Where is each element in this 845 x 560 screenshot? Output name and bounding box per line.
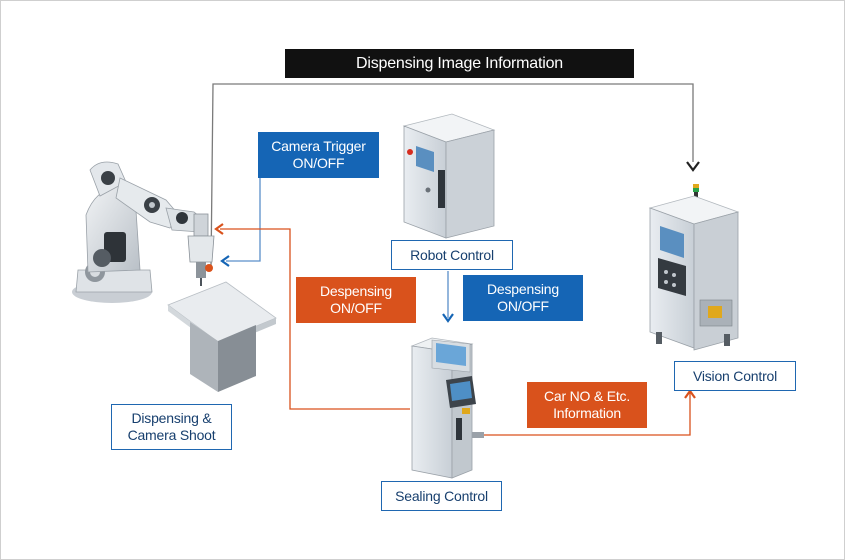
sealing-control-text: Sealing Control: [395, 487, 488, 504]
camera-trigger-line2: ON/OFF: [292, 155, 345, 171]
camera-trigger-box: Camera Trigger ON/OFF: [258, 132, 379, 178]
sealing-to-robot-connector: [214, 223, 410, 410]
robot-control-cabinet-icon: [402, 113, 496, 239]
arrow-left-icon: [214, 223, 224, 235]
despensing-left-line2: ON/OFF: [330, 300, 382, 316]
robot-to-sealing-connector: [442, 271, 454, 323]
despensing-left-line1: Despensing: [320, 283, 392, 299]
sealing-control-cabinet-icon: [410, 337, 484, 479]
vision-control-cabinet-icon: [648, 184, 740, 351]
arrow-down-icon: [686, 161, 700, 172]
dispensing-image-information-title: Dispensing Image Information: [285, 49, 634, 78]
camera-trigger-connector: [220, 178, 261, 267]
sealing-to-vision-connector: [484, 389, 696, 436]
car-no-info-box: Car NO & Etc. Information: [527, 382, 647, 428]
dispensing-camera-shoot-label: Dispensing & Camera Shoot: [111, 404, 232, 450]
despensing-left-box: Despensing ON/OFF: [296, 277, 416, 323]
robot-control-label: Robot Control: [391, 240, 513, 270]
vision-control-label: Vision Control: [674, 361, 796, 391]
sealing-control-label: Sealing Control: [381, 481, 502, 511]
arrow-down-icon: [442, 313, 454, 323]
camera-trigger-line1: Camera Trigger: [271, 138, 366, 154]
car-no-line2: Information: [553, 405, 621, 421]
despensing-right-line2: ON/OFF: [497, 298, 549, 314]
arrow-left-icon: [220, 255, 230, 267]
dispensing-camera-line2: Camera Shoot: [127, 427, 216, 443]
title-text: Dispensing Image Information: [356, 55, 563, 72]
industrial-robot-icon: [72, 161, 215, 303]
dispensing-camera-line1: Dispensing &: [131, 410, 212, 426]
despensing-right-box: Despensing ON/OFF: [463, 275, 583, 321]
despensing-right-line1: Despensing: [487, 281, 559, 297]
dispensing-table-icon: [167, 281, 277, 392]
image-info-connector: [210, 83, 700, 269]
car-no-line1: Car NO & Etc.: [543, 388, 631, 404]
robot-control-text: Robot Control: [410, 246, 494, 263]
vision-control-text: Vision Control: [692, 367, 778, 384]
arrow-up-icon: [684, 389, 696, 399]
